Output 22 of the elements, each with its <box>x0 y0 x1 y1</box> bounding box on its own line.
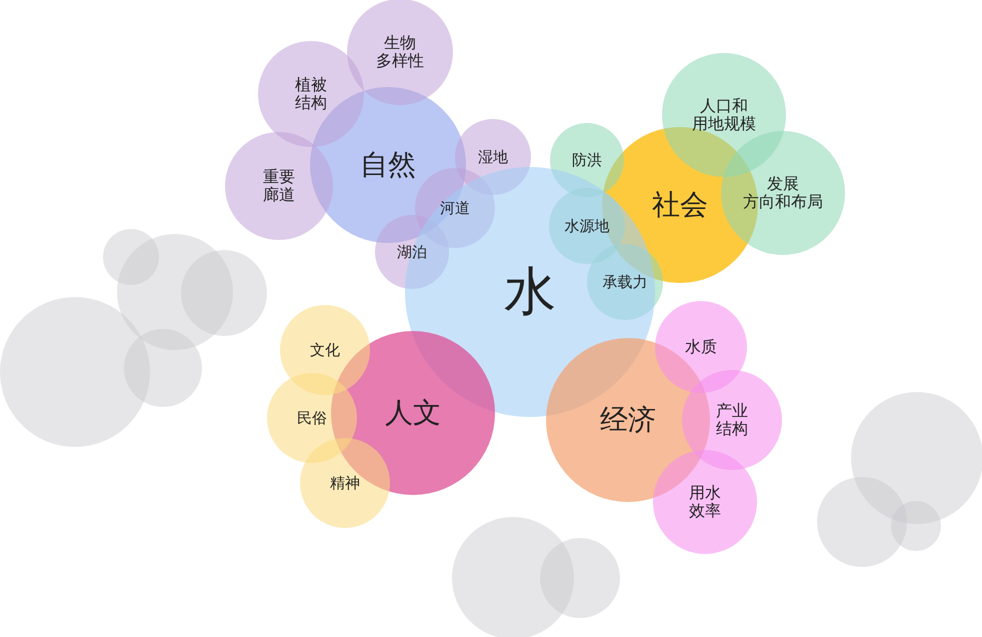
subtopic-label: 重要廊道 <box>263 168 295 204</box>
subtopic-label: 文化 <box>310 342 340 358</box>
subtopic-label: 植被结构 <box>295 76 327 112</box>
subtopic-label: 河道 <box>440 200 470 216</box>
topic-label: 经济 <box>600 404 656 436</box>
topic-label: 社会 <box>652 189 708 221</box>
subtopic-label: 民俗 <box>297 410 327 426</box>
subtopic-label: 湖泊 <box>397 244 427 260</box>
subtopic-label: 发展方向和布局 <box>743 175 823 211</box>
subtopic-label: 水质 <box>685 338 717 356</box>
subtopic-label: 用水效率 <box>689 484 721 520</box>
subtopic-label: 产业结构 <box>716 402 748 438</box>
subtopic-label: 精神 <box>330 474 360 492</box>
subtopic-label: 水源地 <box>564 218 610 234</box>
subtopic-label: 生物多样性 <box>376 34 424 70</box>
subtopic-label: 防洪 <box>572 152 602 168</box>
subtopic-label: 承载力 <box>602 274 648 290</box>
subtopic-label: 湿地 <box>478 148 508 166</box>
subtopic-label: 人口和用地规模 <box>692 97 756 133</box>
core-label: 水 <box>504 262 556 322</box>
topic-label: 人文 <box>385 397 441 429</box>
topic-label: 自然 <box>360 149 416 181</box>
